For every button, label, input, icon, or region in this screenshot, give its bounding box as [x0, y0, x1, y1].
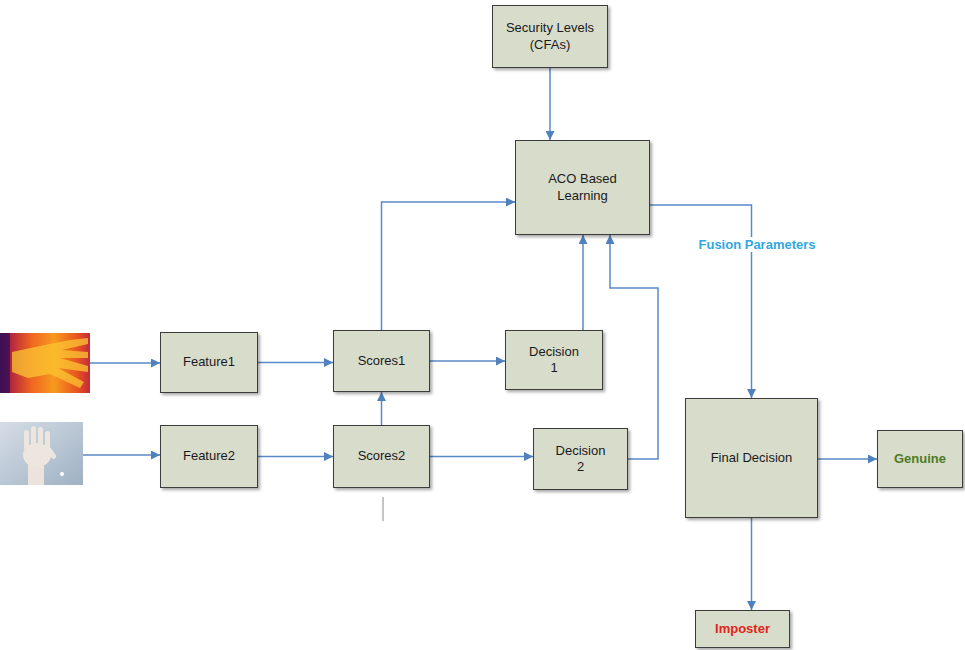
flow-arrow: [430, 360, 505, 362]
image-arrow: [90, 362, 160, 364]
node-text: Imposter: [715, 621, 770, 637]
genuine-box: Genuine: [877, 430, 963, 488]
flow-arrow: [381, 392, 383, 425]
stray-tick: [383, 497, 384, 521]
flow-arrow: [258, 456, 333, 458]
node-text: Scores1: [358, 353, 406, 369]
scores-box: Scores2: [333, 425, 430, 488]
flow-arrow: [610, 235, 658, 459]
flow-arrow: [751, 518, 753, 610]
flow-arrow: [549, 68, 551, 140]
security-box: Security Levels (CFAs): [492, 5, 608, 68]
flow-arrow: [650, 205, 752, 398]
node-text: Genuine: [894, 451, 946, 467]
thermal-hand-image: [0, 333, 90, 393]
feature-box: Feature1: [160, 332, 258, 393]
node-text: Scores2: [358, 448, 406, 464]
final-decision-box: Final Decision: [685, 398, 818, 518]
node-text: Decision 2: [551, 443, 611, 476]
feature-box: Feature2: [160, 425, 258, 488]
flow-arrow: [382, 202, 516, 330]
node-text: Decision 1: [524, 344, 584, 377]
flow-arrow: [582, 235, 584, 330]
flow-arrow: [258, 362, 333, 364]
decision-box: Decision 1: [505, 330, 603, 390]
decision-box: Decision 2: [533, 428, 628, 490]
hand-photo-image: [0, 422, 83, 485]
node-text: Feature2: [183, 448, 235, 464]
node-text: Feature1: [183, 354, 235, 370]
image-arrow: [83, 454, 160, 456]
imposter-box: Imposter: [695, 610, 790, 648]
node-text: Final Decision: [711, 450, 793, 466]
edge-label: Fusion Parameters: [697, 237, 818, 252]
flow-arrow: [818, 458, 877, 460]
scores-box: Scores1: [333, 330, 430, 392]
flow-arrow: [430, 456, 533, 458]
node-text: ACO Based Learning: [538, 171, 628, 204]
learning-box: ACO Based Learning: [515, 140, 650, 235]
connectors: [258, 68, 877, 610]
node-text: Security Levels (CFAs): [500, 20, 600, 53]
